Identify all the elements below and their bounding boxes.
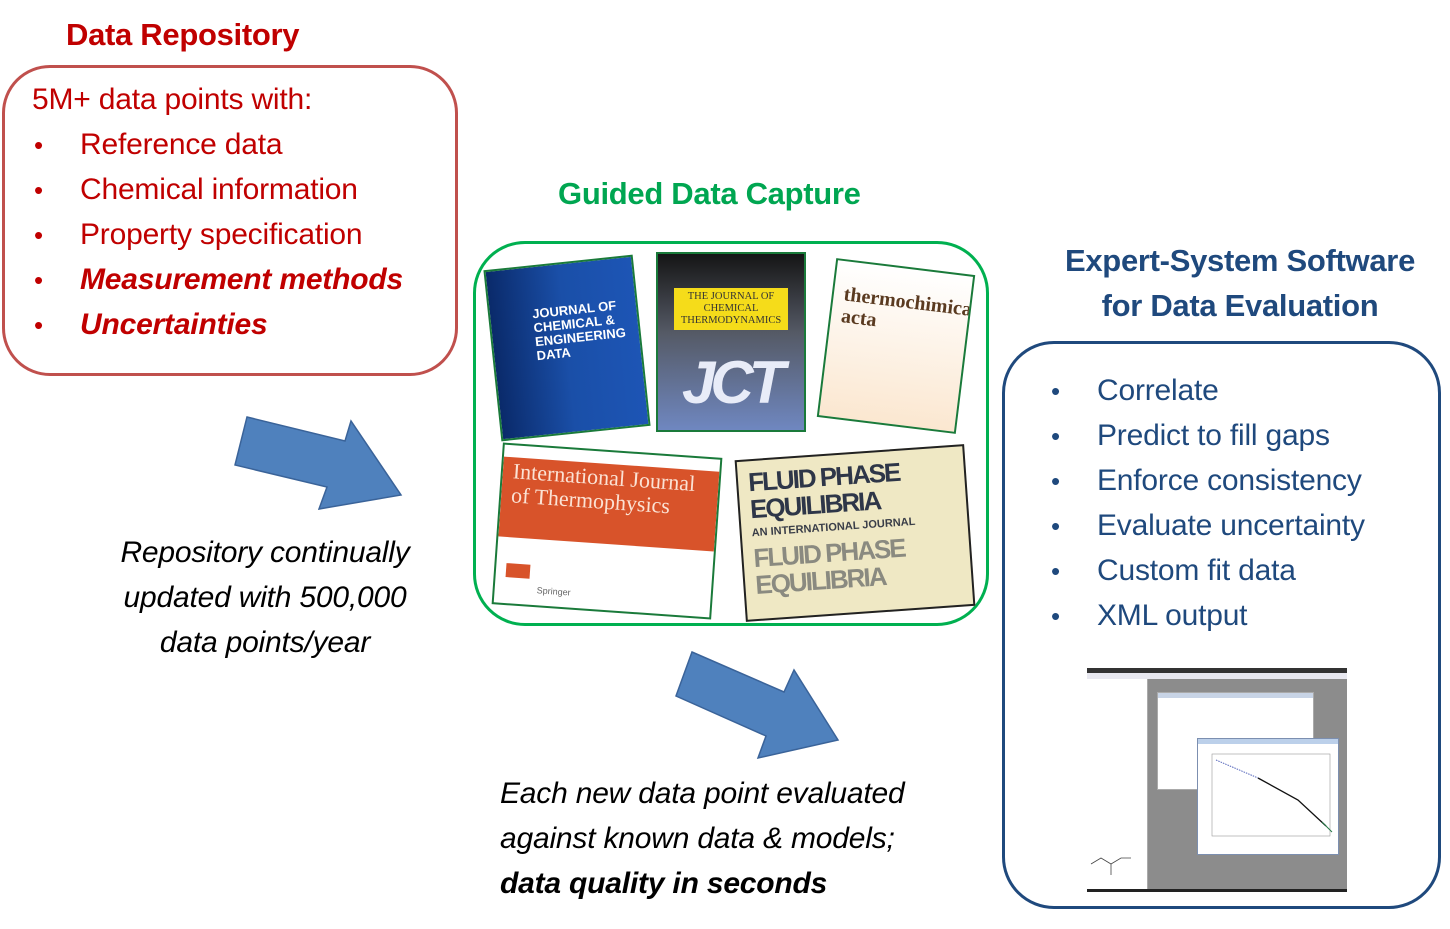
- molecule-structure: [1090, 857, 1131, 875]
- repository-title: Data Repository: [66, 17, 300, 52]
- bullet-icon: •: [1051, 601, 1061, 631]
- repository-item: Reference data: [80, 128, 283, 161]
- cover-jct: The Journal of Chemical Thermodynamics J…: [656, 252, 806, 432]
- screenshot-tree-pane: [1087, 679, 1148, 889]
- cover-jced: Journal of Chemical & Engineering Data: [483, 254, 651, 442]
- cover-fpe: Fluid Phase Equilibria An International …: [734, 444, 976, 622]
- arrow-to-capture: [234, 416, 403, 510]
- bullet-icon: •: [34, 175, 44, 205]
- capture-title: Guided Data Capture: [558, 176, 861, 211]
- bullet-icon: •: [1051, 376, 1061, 406]
- bullet-icon: •: [34, 130, 44, 160]
- evaluation-note-line: against known data & models;: [500, 822, 895, 855]
- repository-item: Chemical information: [80, 173, 358, 206]
- repository-box: [2, 65, 458, 376]
- update-note-line: data points/year: [159, 626, 371, 659]
- cover-ijt-publisher: Springer: [536, 585, 571, 598]
- software-item: XML output: [1097, 599, 1248, 632]
- software-box: [1002, 341, 1441, 909]
- screenshot-taskbar: [1087, 889, 1347, 892]
- software-item: Evaluate uncertainty: [1097, 509, 1365, 542]
- repository-item: Property specification: [80, 218, 363, 251]
- software-screenshot: [1087, 668, 1347, 892]
- repository-intro: 5M+ data points with:: [32, 83, 313, 116]
- capture-box: [473, 241, 989, 626]
- arrow-to-software: [675, 650, 840, 760]
- cover-fpe-title-repeat: Fluid Phase Equilibria: [752, 532, 906, 601]
- plot-titlebar: [1198, 739, 1338, 744]
- software-title: for Data Evaluation: [1101, 288, 1379, 323]
- arrow-shape: [234, 416, 403, 510]
- bullet-icon: •: [1051, 466, 1061, 496]
- cover-ijt-badge: [505, 563, 531, 579]
- software-item: Correlate: [1097, 374, 1219, 407]
- cover-jct-logo: JCT: [682, 349, 785, 416]
- repository-item: Uncertainties: [80, 308, 268, 341]
- update-note-line: updated with 500,000: [123, 581, 407, 614]
- bullet-icon: •: [34, 220, 44, 250]
- software-title: Expert-System Software: [1064, 243, 1416, 278]
- screenshot-titlebar: [1087, 668, 1347, 673]
- screenshot-menubar: [1087, 673, 1347, 679]
- software-item: Predict to fill gaps: [1097, 419, 1330, 452]
- cover-jct-title: The Journal of Chemical Thermodynamics: [674, 288, 788, 330]
- update-note-line: Repository continually: [120, 536, 410, 569]
- evaluation-note-bold: data quality in seconds: [500, 867, 828, 900]
- bullet-icon: •: [1051, 556, 1061, 586]
- evaluation-note-line: Each new data point evaluated: [500, 777, 905, 810]
- table-titlebar: [1158, 693, 1313, 698]
- cover-fpe-title: Fluid Phase Equilibria: [747, 456, 901, 525]
- cover-jced-title: Journal of Chemical & Engineering Data: [531, 297, 627, 364]
- bullet-icon: •: [1051, 421, 1061, 451]
- arrow-shape: [675, 650, 840, 760]
- software-item: Enforce consistency: [1097, 464, 1362, 497]
- bullet-icon: •: [34, 265, 44, 295]
- screenshot-plot: [1211, 753, 1333, 837]
- cover-thermochimica-title: thermochimica acta: [839, 283, 974, 332]
- bullet-icon: •: [34, 310, 44, 340]
- cover-ijt: International Journal of Thermophysics S…: [491, 442, 723, 620]
- bullet-icon: •: [1051, 511, 1061, 541]
- screenshot-plot-window: [1197, 738, 1339, 855]
- cover-thermochimica: thermochimica acta: [816, 258, 976, 434]
- software-item: Custom fit data: [1097, 554, 1296, 587]
- repository-item: Measurement methods: [80, 263, 403, 296]
